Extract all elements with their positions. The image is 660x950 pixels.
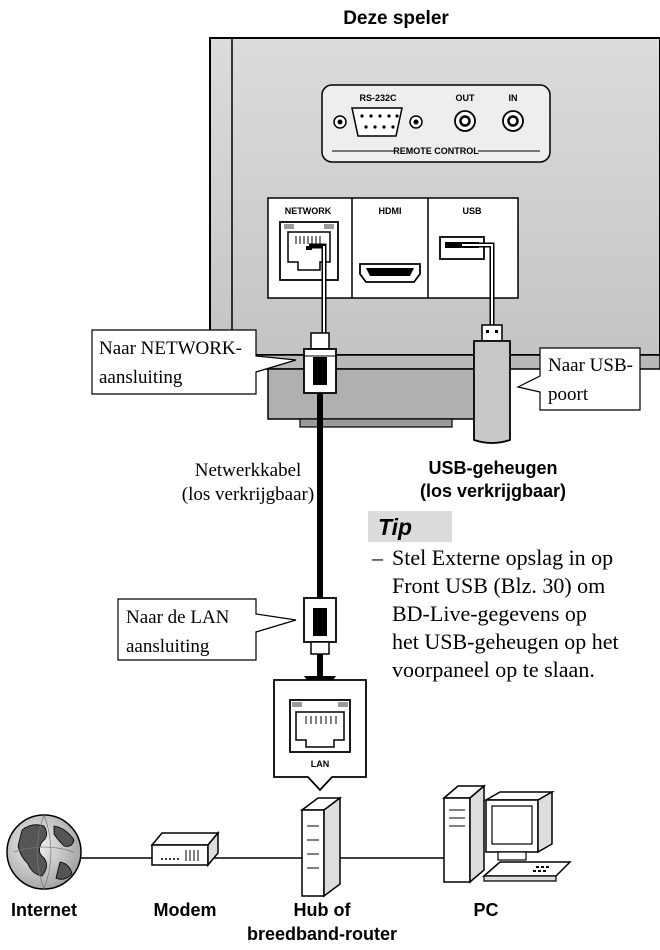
tip-line-1: Stel Externe opslag in op — [392, 545, 613, 570]
in-label: IN — [509, 93, 518, 103]
hub-router-icon — [299, 796, 343, 898]
usb-memory-label-line2: (los verkrijgbaar) — [420, 481, 566, 501]
callout-lan: Naar de LAN aansluiting — [117, 598, 297, 661]
usb-stick — [473, 324, 511, 444]
usb-port-label: USB — [462, 206, 482, 216]
hub-lan-label: LAN — [311, 759, 330, 769]
remote-control-label: REMOTE CONTROL — [393, 146, 479, 156]
rs232c-label: RS-232C — [359, 93, 397, 103]
pc-label: PC — [473, 900, 498, 920]
tip-line-2: Front USB (Blz. 30) om — [392, 573, 605, 598]
callout-usb-line2: poort — [548, 384, 589, 405]
hub-label-line1: Hub of — [294, 900, 352, 920]
remote-control-panel — [321, 84, 551, 163]
callout-lan-line2: aansluiting — [126, 636, 210, 657]
rs232c-port — [351, 107, 403, 137]
internet-label: Internet — [11, 900, 77, 920]
tip-line-5: voorpaneel op te slaan. — [392, 657, 595, 682]
tip-line-4: het USB-geheugen op het — [392, 629, 619, 654]
network-port-label: NETWORK — [285, 206, 332, 216]
network-plug-lower — [303, 597, 337, 655]
out-label: OUT — [456, 93, 476, 103]
pc-icon — [441, 784, 572, 884]
hub-port-detail: LAN — [273, 679, 367, 792]
tip-heading: Tip — [378, 514, 412, 540]
diagram-title: Deze speler — [343, 8, 449, 29]
usb-memory-label-line1: USB-geheugen — [428, 458, 557, 478]
usb-cable — [462, 242, 495, 325]
modem-label: Modem — [154, 900, 217, 920]
globe-icon — [6, 814, 82, 890]
hub-label-line2: breedband-router — [247, 924, 397, 944]
tip-dash: – — [371, 545, 384, 570]
callout-network: Naar NETWORK- aansluiting — [91, 329, 297, 395]
tip-line-3: BD-Live-gegevens op — [392, 601, 587, 626]
network-cable-label-line2: (los verkrijgbaar) — [182, 484, 314, 505]
tip-block: Tip – Stel Externe opslag in op Front US… — [368, 511, 619, 682]
network-plug-upper — [303, 332, 337, 394]
callout-network-line2: aansluiting — [99, 367, 183, 388]
hdmi-port-label: HDMI — [379, 206, 402, 216]
callout-usb: Naar USB- poort — [516, 347, 641, 411]
callout-usb-line1: Naar USB- — [548, 355, 633, 376]
modem-icon — [150, 830, 220, 868]
callout-network-line1: Naar NETWORK- — [99, 338, 242, 359]
callout-lan-line1: Naar de LAN — [126, 607, 230, 628]
network-cable-label-line1: Netwerkkabel — [195, 460, 302, 481]
